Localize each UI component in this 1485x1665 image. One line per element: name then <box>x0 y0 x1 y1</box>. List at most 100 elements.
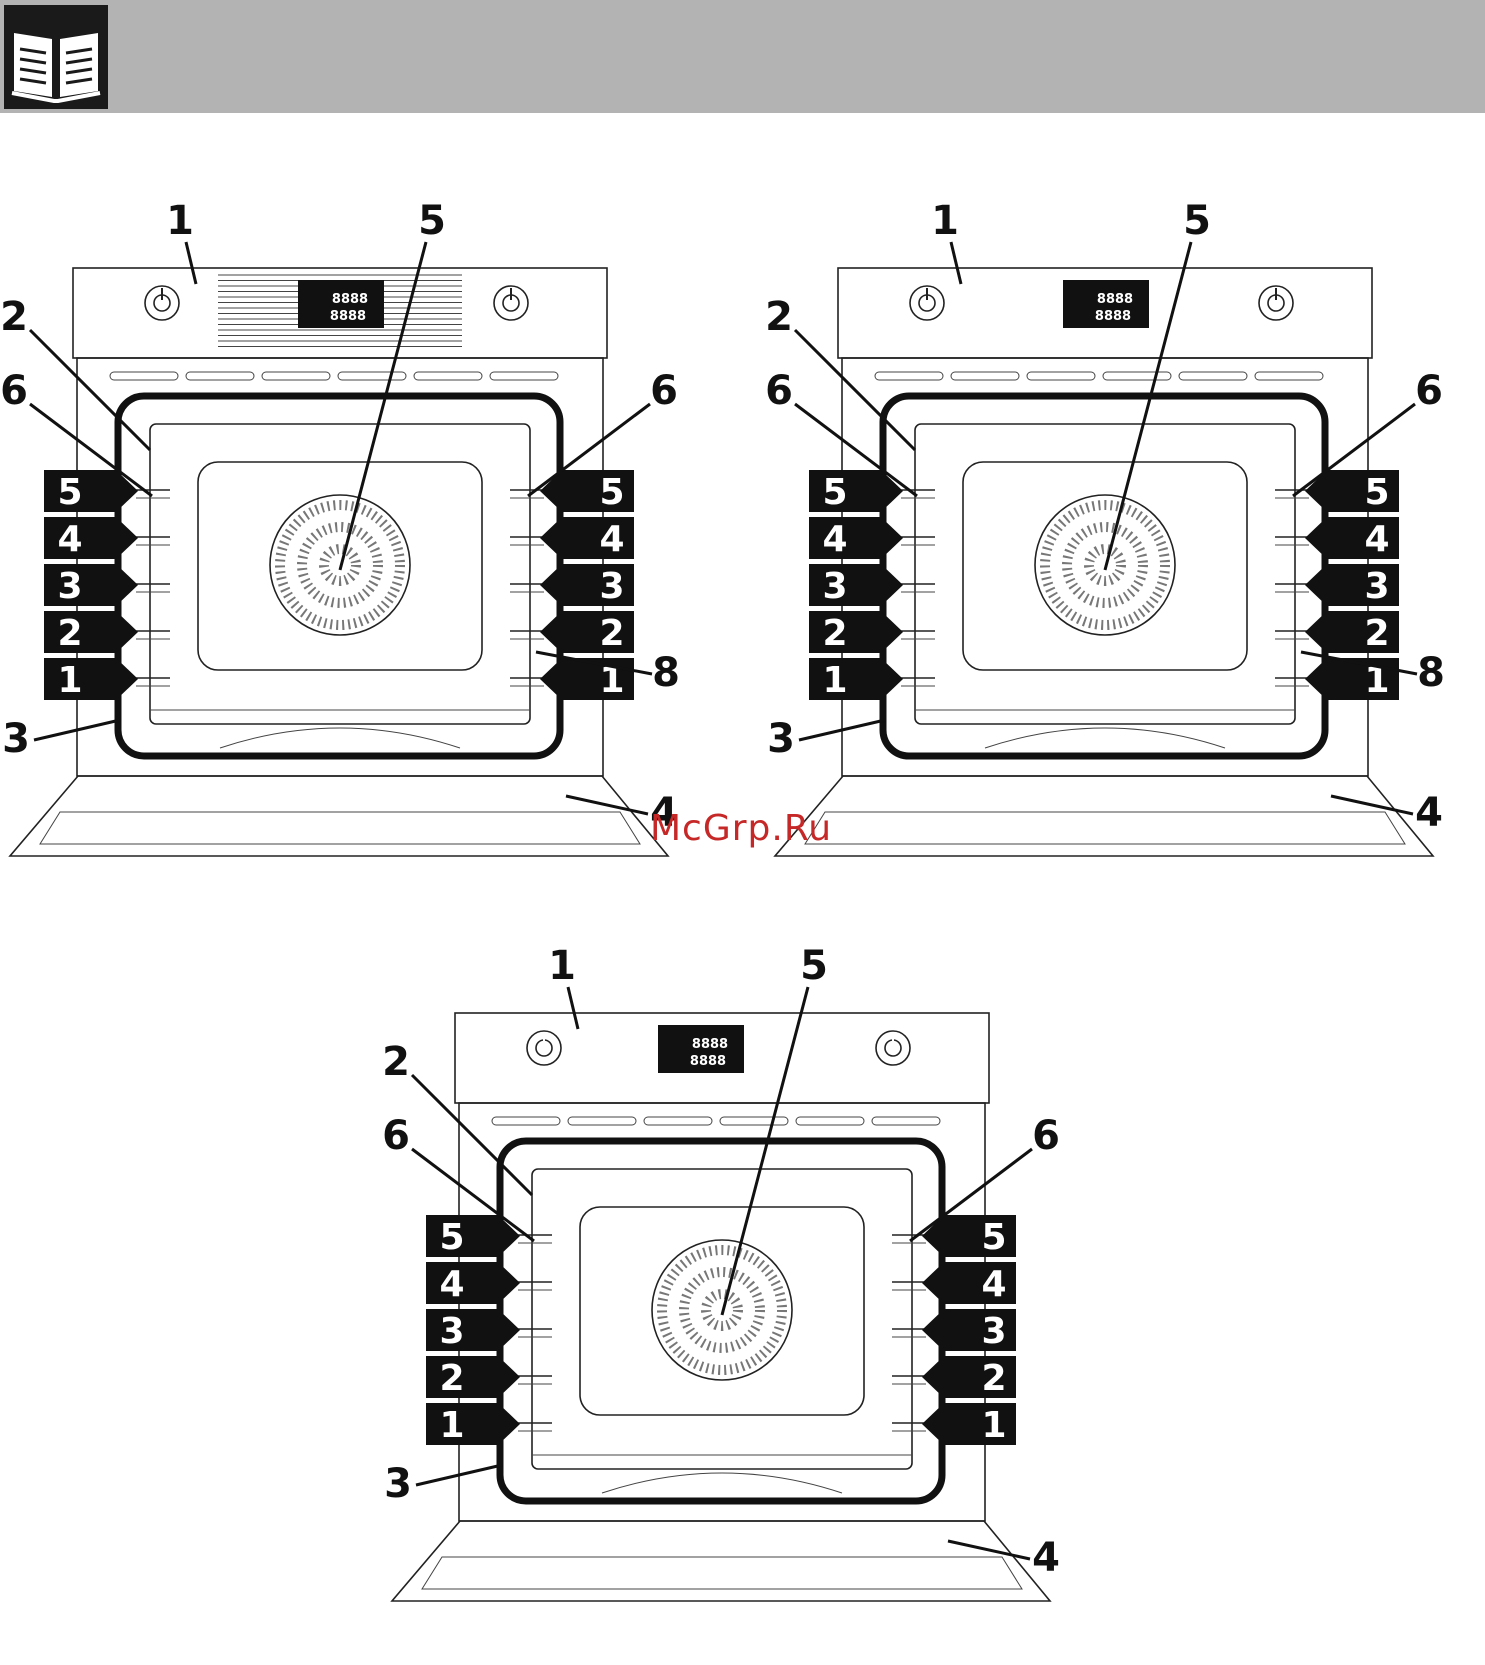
shelf-level-label: 1 <box>57 660 82 701</box>
callout-2: 2 <box>382 1039 410 1085</box>
shelf-level-label: 3 <box>57 566 82 607</box>
callout-4: 4 <box>1032 1535 1060 1581</box>
shelf-level-left-2: 2 <box>426 1356 520 1399</box>
shelf-level-label: 3 <box>599 566 624 607</box>
inner-cavity <box>532 1169 912 1469</box>
shelf-level-label: 3 <box>439 1311 464 1352</box>
callout-6: 6 <box>1032 1113 1060 1159</box>
shelf-level-label: 2 <box>822 613 847 654</box>
shelf-level-label: 4 <box>599 519 624 560</box>
door-seal <box>500 1141 942 1501</box>
open-book-icon <box>4 5 108 109</box>
shelf-level-right-4: 4 <box>1305 517 1399 560</box>
shelf-level-label: 5 <box>57 472 82 513</box>
left-rack-rails <box>518 1235 552 1431</box>
callout-8: 8 <box>1417 650 1445 696</box>
shelf-level-label: 5 <box>981 1217 1006 1258</box>
right-rack-rails <box>892 1235 926 1431</box>
display-digits-bottom: 8888 <box>1095 309 1131 324</box>
leader-line-1 <box>951 242 961 284</box>
left-rack-rails <box>136 490 170 686</box>
leader-line-2 <box>30 330 150 450</box>
door-seal <box>883 396 1325 756</box>
shelf-level-right-1: 1 <box>1305 658 1399 701</box>
shelf-level-right-3: 3 <box>1305 564 1399 607</box>
floor-element <box>602 1473 842 1493</box>
manual-icon-box <box>4 5 108 109</box>
shelf-level-left-2: 2 <box>44 611 138 654</box>
shelf-level-label: 2 <box>599 613 624 654</box>
shelf-level-label: 2 <box>981 1358 1006 1399</box>
shelf-level-label: 4 <box>822 519 847 560</box>
shelf-level-right-4: 4 <box>540 517 634 560</box>
shelf-level-label: 1 <box>439 1405 464 1446</box>
leader-line-4 <box>948 1541 1030 1559</box>
shelf-level-label: 3 <box>1364 566 1389 607</box>
shelf-level-label: 2 <box>1364 613 1389 654</box>
shelf-level-right-2: 2 <box>1305 611 1399 654</box>
display-digits-top: 8888 <box>692 1037 728 1052</box>
callout-3: 3 <box>384 1461 412 1507</box>
leader-line-4 <box>566 796 648 814</box>
shelf-level-left-4: 4 <box>44 517 138 560</box>
shelf-level-label: 1 <box>981 1405 1006 1446</box>
callout-3: 3 <box>767 716 795 762</box>
callout-2: 2 <box>0 294 28 340</box>
shelf-level-label: 5 <box>1364 472 1389 513</box>
callout-5: 5 <box>800 943 828 989</box>
vent-slots <box>492 1117 940 1125</box>
leader-line-2 <box>412 1075 532 1195</box>
shelf-level-right-2: 2 <box>540 611 634 654</box>
callout-6: 6 <box>1415 368 1443 414</box>
shelf-level-label: 2 <box>57 613 82 654</box>
shelf-level-label: 4 <box>439 1264 464 1305</box>
shelf-level-left-3: 3 <box>44 564 138 607</box>
callout-6: 6 <box>765 368 793 414</box>
shelf-level-label: 5 <box>439 1217 464 1258</box>
callout-6: 6 <box>650 368 678 414</box>
shelf-level-left-1: 1 <box>426 1403 520 1446</box>
callout-2: 2 <box>765 294 793 340</box>
inner-cavity <box>150 424 530 724</box>
callout-5: 5 <box>418 198 446 244</box>
shelf-level-right-1: 1 <box>540 658 634 701</box>
shelf-level-left-2: 2 <box>809 611 903 654</box>
callout-3: 3 <box>2 716 30 762</box>
display-digits-bottom: 8888 <box>690 1054 726 1069</box>
inner-cavity <box>915 424 1295 724</box>
door-seal <box>118 396 560 756</box>
leader-line-4 <box>1331 796 1413 814</box>
leader-line-1 <box>186 242 196 284</box>
shelf-level-right-1: 1 <box>922 1403 1016 1446</box>
callout-6: 6 <box>382 1113 410 1159</box>
shelf-level-right-3: 3 <box>922 1309 1016 1352</box>
shelf-level-right-4: 4 <box>922 1262 1016 1305</box>
callout-1: 1 <box>548 943 576 989</box>
shelf-level-label: 4 <box>57 519 82 560</box>
left-rack-rails <box>901 490 935 686</box>
shelf-level-left-3: 3 <box>426 1309 520 1352</box>
shelf-level-label: 5 <box>599 472 624 513</box>
callout-1: 1 <box>931 198 959 244</box>
callout-1: 1 <box>166 198 194 244</box>
shelf-level-label: 4 <box>1364 519 1389 560</box>
shelf-level-label: 2 <box>439 1358 464 1399</box>
shelf-level-right-2: 2 <box>922 1356 1016 1399</box>
header-bar <box>0 0 1485 113</box>
right-rack-rails <box>510 490 544 686</box>
display-digits-top: 8888 <box>1097 292 1133 307</box>
vent-slots <box>875 372 1323 380</box>
leader-line-1 <box>568 987 578 1029</box>
shelf-level-left-1: 1 <box>809 658 903 701</box>
callout-8: 8 <box>652 650 680 696</box>
shelf-level-label: 3 <box>822 566 847 607</box>
callout-4: 4 <box>1415 790 1443 836</box>
callout-6: 6 <box>0 368 28 414</box>
display-digits-bottom: 8888 <box>330 309 366 324</box>
leader-line-2 <box>795 330 915 450</box>
shelf-level-label: 5 <box>822 472 847 513</box>
floor-element <box>985 728 1225 748</box>
shelf-level-left-1: 1 <box>44 658 138 701</box>
